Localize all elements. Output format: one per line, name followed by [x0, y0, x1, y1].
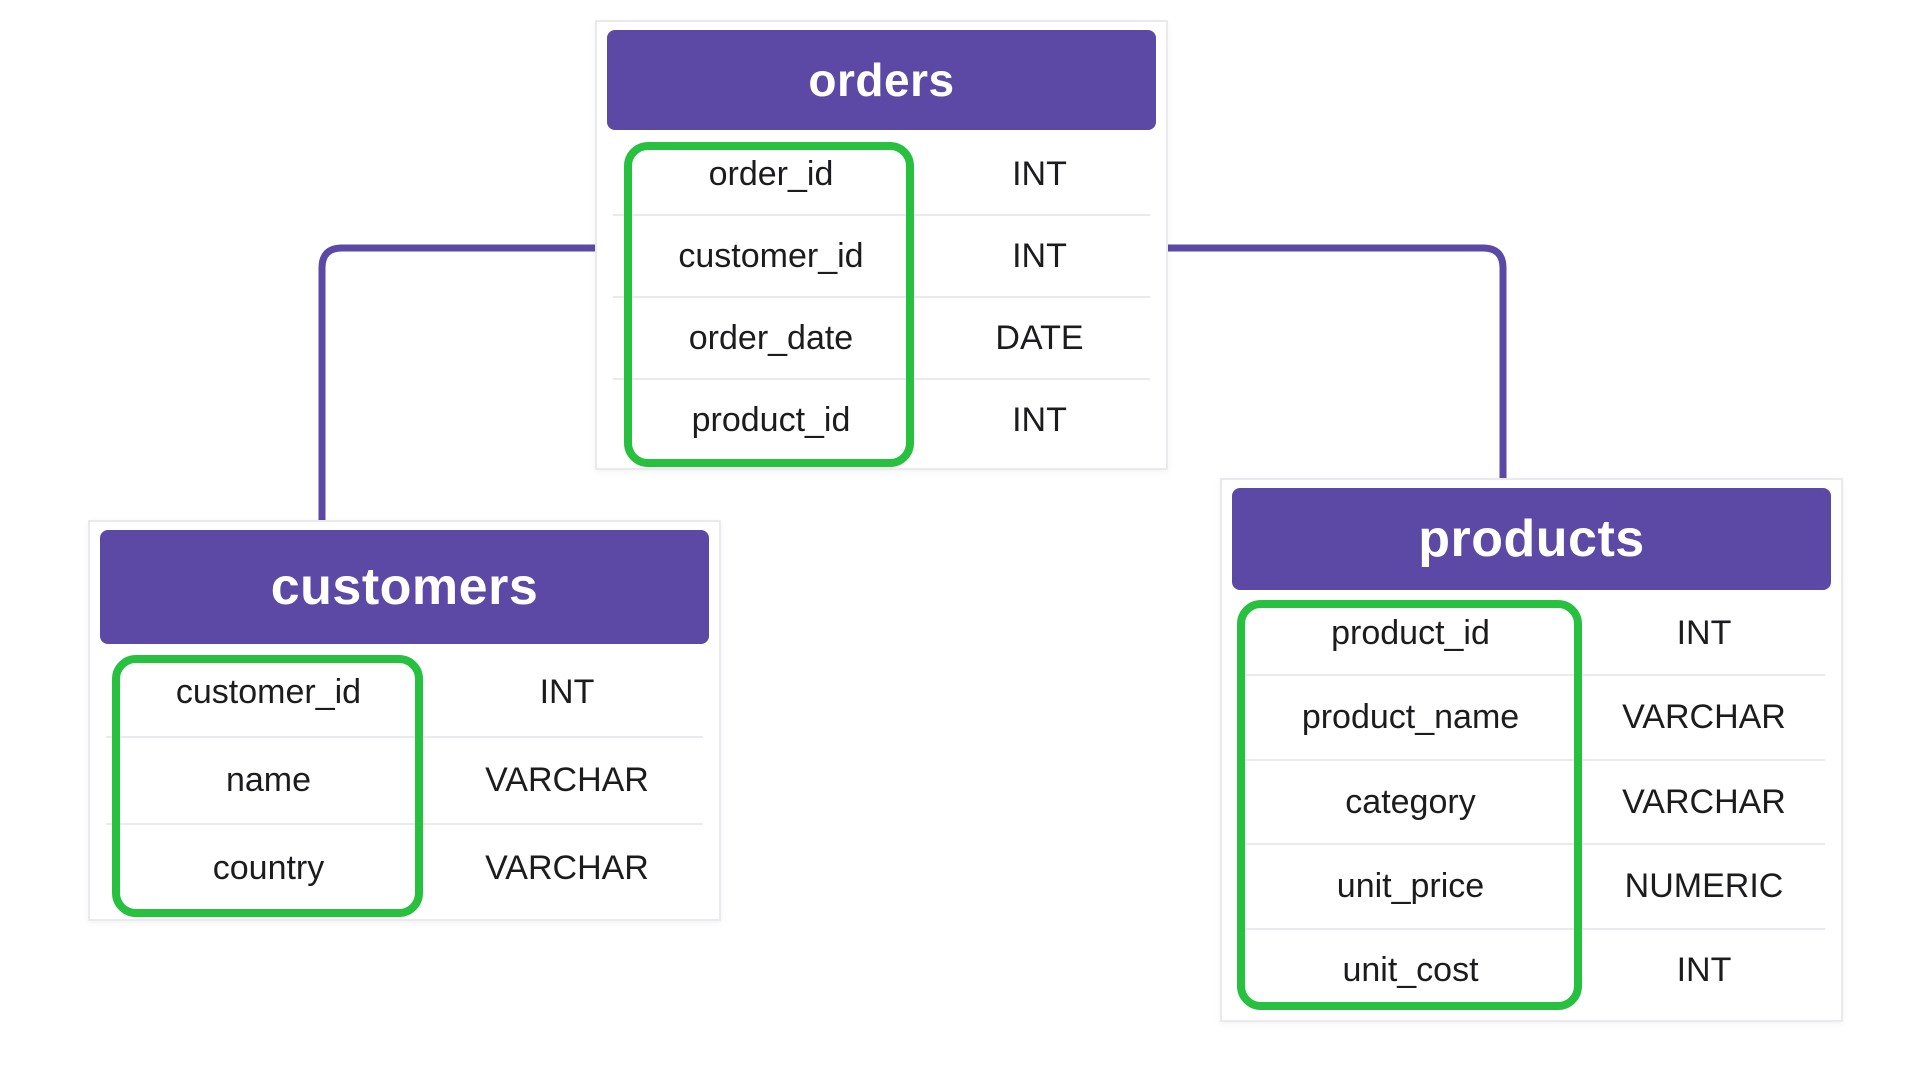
table-row: customer_id INT	[106, 650, 703, 736]
field-name: country	[212, 848, 325, 887]
table-products: products product_id INT product_name VAR…	[1220, 478, 1843, 1022]
field-type: INT	[1676, 951, 1732, 990]
field-name: order_date	[688, 318, 854, 357]
table-products-body: product_id INT product_name VARCHAR cate…	[1238, 592, 1825, 1012]
table-row: country VARCHAR	[106, 823, 703, 911]
table-row: unit_cost INT	[1238, 927, 1825, 1012]
table-row: category VARCHAR	[1238, 758, 1825, 843]
connector-orders-products	[1166, 244, 1507, 480]
field-type: VARCHAR	[1622, 698, 1786, 737]
table-products-title: products	[1418, 510, 1645, 568]
field-name: order_id	[708, 154, 834, 193]
field-type: INT	[1012, 236, 1067, 275]
field-name: unit_cost	[1342, 951, 1479, 990]
connector-orders-customers	[318, 244, 597, 522]
table-row: customer_id INT	[613, 214, 1150, 296]
table-orders-header: orders	[607, 30, 1156, 130]
field-name: customer_id	[175, 673, 362, 712]
field-type: DATE	[995, 318, 1084, 357]
field-name: name	[225, 761, 312, 799]
table-customers-title: customers	[270, 558, 539, 616]
field-type: NUMERIC	[1624, 866, 1784, 905]
table-customers-body: customer_id INT name VARCHAR country VAR…	[106, 650, 703, 911]
field-name: product_id	[1331, 613, 1490, 652]
field-type: INT	[1676, 613, 1732, 652]
table-row: order_id INT	[613, 134, 1150, 214]
field-name: customer_id	[678, 236, 864, 275]
table-row: product_name VARCHAR	[1238, 674, 1825, 758]
table-customers: customers customer_id INT name VARCHAR c…	[88, 520, 721, 921]
field-type: INT	[1012, 154, 1067, 193]
field-name: unit_price	[1336, 866, 1485, 905]
table-orders-body: order_id INT customer_id INT order_date …	[613, 134, 1150, 460]
table-orders-title: orders	[808, 54, 955, 106]
field-type: VARCHAR	[1622, 782, 1786, 821]
table-row: name VARCHAR	[106, 735, 703, 824]
field-name: product_id	[691, 400, 851, 439]
table-orders: orders order_id INT customer_id INT orde…	[595, 20, 1168, 470]
field-type: INT	[1012, 400, 1067, 439]
table-row: order_date DATE	[613, 296, 1150, 378]
field-type: VARCHAR	[485, 761, 649, 799]
table-customers-header: customers	[100, 530, 709, 644]
field-name: category	[1345, 782, 1476, 821]
table-row: product_id INT	[1238, 592, 1825, 674]
field-type: VARCHAR	[485, 848, 649, 887]
table-row: product_id INT	[613, 378, 1150, 460]
table-products-header: products	[1232, 488, 1831, 590]
field-type: INT	[539, 673, 595, 712]
field-name: product_name	[1301, 698, 1520, 737]
table-row: unit_price NUMERIC	[1238, 843, 1825, 927]
